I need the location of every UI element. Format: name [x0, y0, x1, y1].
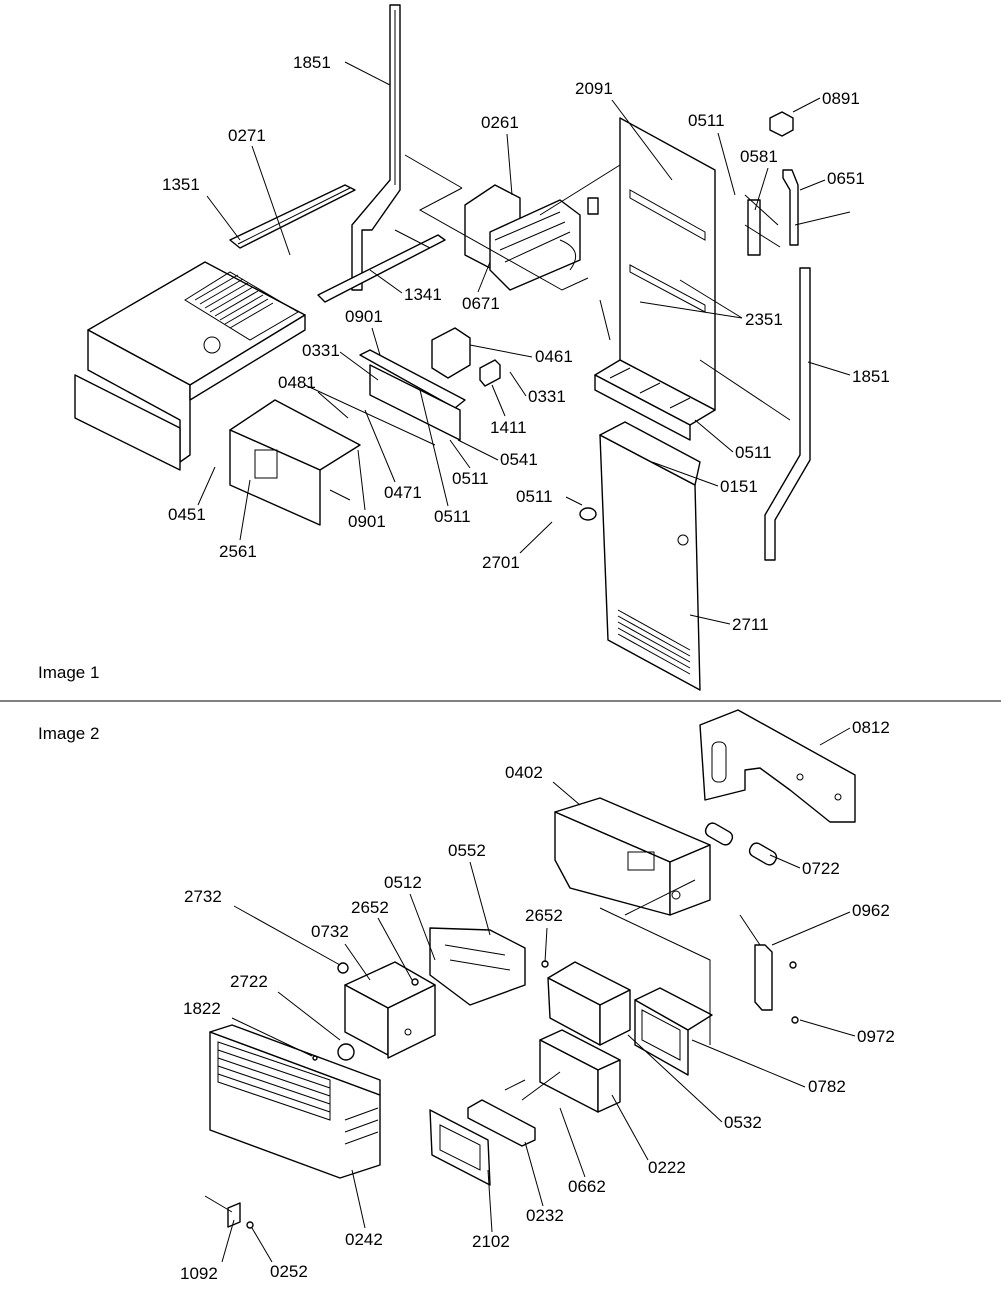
callout: 0662 — [568, 1177, 606, 1196]
part-bracket-0962 — [754, 944, 773, 1011]
part-frame-0532 — [547, 961, 631, 1046]
callout: 0511 — [735, 443, 772, 462]
callout: 0222 — [648, 1158, 686, 1177]
part-box-0222 — [539, 1029, 621, 1113]
part-ice-bucket — [74, 261, 306, 471]
callout: 1092 — [180, 1264, 218, 1283]
callout: 0511 — [516, 487, 553, 506]
callout: 2652 — [525, 906, 563, 925]
callout: 2701 — [482, 553, 520, 572]
callout: 1341 — [404, 285, 442, 304]
callout: 0552 — [448, 841, 486, 860]
callout: 1851 — [852, 367, 890, 386]
callout: 0232 — [526, 1206, 564, 1225]
callout: 0512 — [384, 873, 422, 892]
part-housing-0402 — [554, 797, 711, 916]
callout: 2102 — [472, 1232, 510, 1251]
part-rail-right — [764, 267, 811, 561]
part-box-1411 — [479, 359, 501, 387]
callout: 0651 — [827, 169, 865, 188]
part-frame-0782 — [634, 987, 713, 1076]
callouts-image-2: 0812 0402 0722 0552 0512 2652 2652 2732 … — [180, 718, 895, 1283]
callout: 0812 — [852, 718, 890, 737]
part-connector-2701 — [579, 507, 597, 521]
part-spacer-0722-a — [704, 822, 734, 846]
callout: 0962 — [852, 901, 890, 920]
part-bar-1341 — [317, 234, 446, 303]
callout: 0252 — [270, 1262, 308, 1281]
part-door-panel — [599, 421, 701, 691]
callout: 0722 — [802, 859, 840, 878]
callout: 0471 — [384, 483, 422, 502]
callout: 0242 — [345, 1230, 383, 1249]
part-module-0732 — [344, 961, 436, 1059]
part-cube-0891 — [769, 111, 794, 137]
part-bracket-0812 — [699, 709, 856, 823]
callout: 0331 — [302, 341, 340, 360]
callout: 0782 — [808, 1077, 846, 1096]
callout: 0901 — [348, 512, 386, 531]
callout: 0671 — [462, 294, 500, 313]
callout: 1351 — [162, 175, 200, 194]
callout: 0402 — [505, 763, 543, 782]
image-1-caption: Image 1 — [38, 663, 99, 682]
callout: 2091 — [575, 79, 613, 98]
callout: 2722 — [230, 972, 268, 991]
part-clip-0232 — [467, 1099, 536, 1147]
callout: 0271 — [228, 126, 266, 145]
callout: 0511 — [434, 507, 471, 526]
exploded-view-2: 0812 0402 0722 0552 0512 2652 2652 2732 … — [38, 709, 895, 1283]
callout: 0261 — [481, 113, 519, 132]
callout: 0581 — [740, 147, 778, 166]
callout: 1822 — [183, 999, 221, 1018]
callout: 0891 — [822, 89, 860, 108]
part-rail-left — [351, 4, 401, 291]
part-board-0552 — [429, 927, 526, 1006]
callout: 2561 — [219, 542, 257, 561]
callout: 0532 — [724, 1113, 762, 1132]
part-chute-0151 — [594, 359, 716, 441]
callout: 0511 — [688, 111, 725, 130]
part-bracket-0901 — [359, 349, 466, 441]
callout: 0481 — [278, 373, 316, 392]
callout: 2351 — [745, 310, 783, 329]
fasteners — [246, 960, 799, 1229]
callout: 2711 — [732, 615, 769, 634]
part-liner-panel — [619, 117, 716, 411]
part-ice-maker — [464, 184, 599, 291]
callout: 2652 — [351, 898, 389, 917]
callout: 0901 — [345, 307, 383, 326]
part-clip-1092 — [227, 1202, 241, 1228]
part-valve-0461 — [431, 327, 471, 379]
callout: 0461 — [535, 347, 573, 366]
callout: 1851 — [293, 53, 331, 72]
part-bracket-0581 — [747, 199, 761, 256]
callouts-image-1: 1851 0271 1351 1341 0261 2091 0511 0891 … — [162, 53, 890, 634]
callout: 0331 — [528, 387, 566, 406]
callout: 0732 — [311, 922, 349, 941]
part-frame-2102 — [429, 1109, 491, 1186]
callout: 0151 — [720, 477, 758, 496]
part-strip-0651 — [782, 169, 799, 246]
exploded-view-1: 1851 0271 1351 1341 0261 2091 0511 0891 … — [38, 4, 890, 691]
image-2-caption: Image 2 — [38, 724, 99, 743]
part-control-box — [229, 399, 361, 526]
callout: 0972 — [857, 1027, 895, 1046]
callout: 0451 — [168, 505, 206, 524]
callout: 0541 — [500, 450, 538, 469]
callout: 1411 — [490, 418, 527, 437]
part-spacer-0722-b — [748, 842, 778, 866]
callout: 0511 — [452, 469, 489, 488]
callout: 2732 — [184, 887, 222, 906]
part-front-cover-0242 — [209, 1024, 381, 1179]
